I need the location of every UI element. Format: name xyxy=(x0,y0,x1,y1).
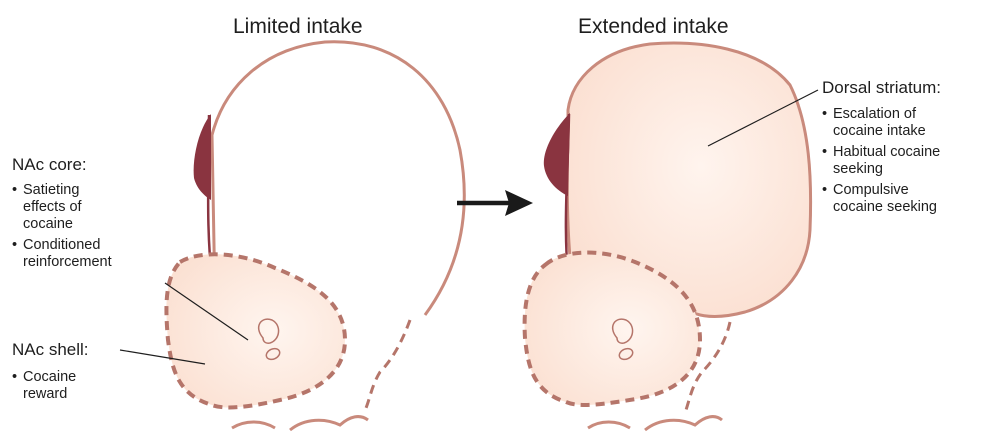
dorsal-striatum-bullet: Compulsive cocaine seeking xyxy=(822,182,977,216)
dorsal-striatum-bullets: Escalation of cocaine intake Habitual co… xyxy=(822,106,977,220)
lateral-ventricle-left xyxy=(194,114,211,200)
nac-core-bullets: Satieting effects of cocaine Conditioned… xyxy=(12,182,162,275)
nac-core-bullet: Conditioned reinforcement xyxy=(12,237,162,271)
dorsal-striatum-bullet: Habitual cocaine seeking xyxy=(822,144,977,178)
nac-core-bullet: Satieting effects of cocaine xyxy=(12,182,162,233)
nac-core-heading: NAc core: xyxy=(12,155,87,175)
extended-intake-title: Extended intake xyxy=(578,15,729,39)
limited-intake-title: Limited intake xyxy=(233,15,363,39)
transition-arrow xyxy=(457,190,533,216)
nac-shell-bullet: Cocaine reward xyxy=(12,369,132,403)
nac-shell-bullets: Cocaine reward xyxy=(12,369,132,407)
dorsal-striatum-bullet: Escalation of cocaine intake xyxy=(822,106,977,140)
lateral-ventricle-right xyxy=(544,113,570,196)
cortex-outline-dashed-left xyxy=(366,320,410,408)
bottom-outline-left xyxy=(232,417,368,430)
nac-shell-heading: NAc shell: xyxy=(12,340,89,360)
extended-intake-brain xyxy=(525,43,811,430)
bottom-outline-right xyxy=(588,417,722,430)
nac-region-left xyxy=(166,254,345,407)
limited-intake-brain xyxy=(166,42,464,430)
dorsal-striatum-heading: Dorsal striatum: xyxy=(822,78,941,98)
